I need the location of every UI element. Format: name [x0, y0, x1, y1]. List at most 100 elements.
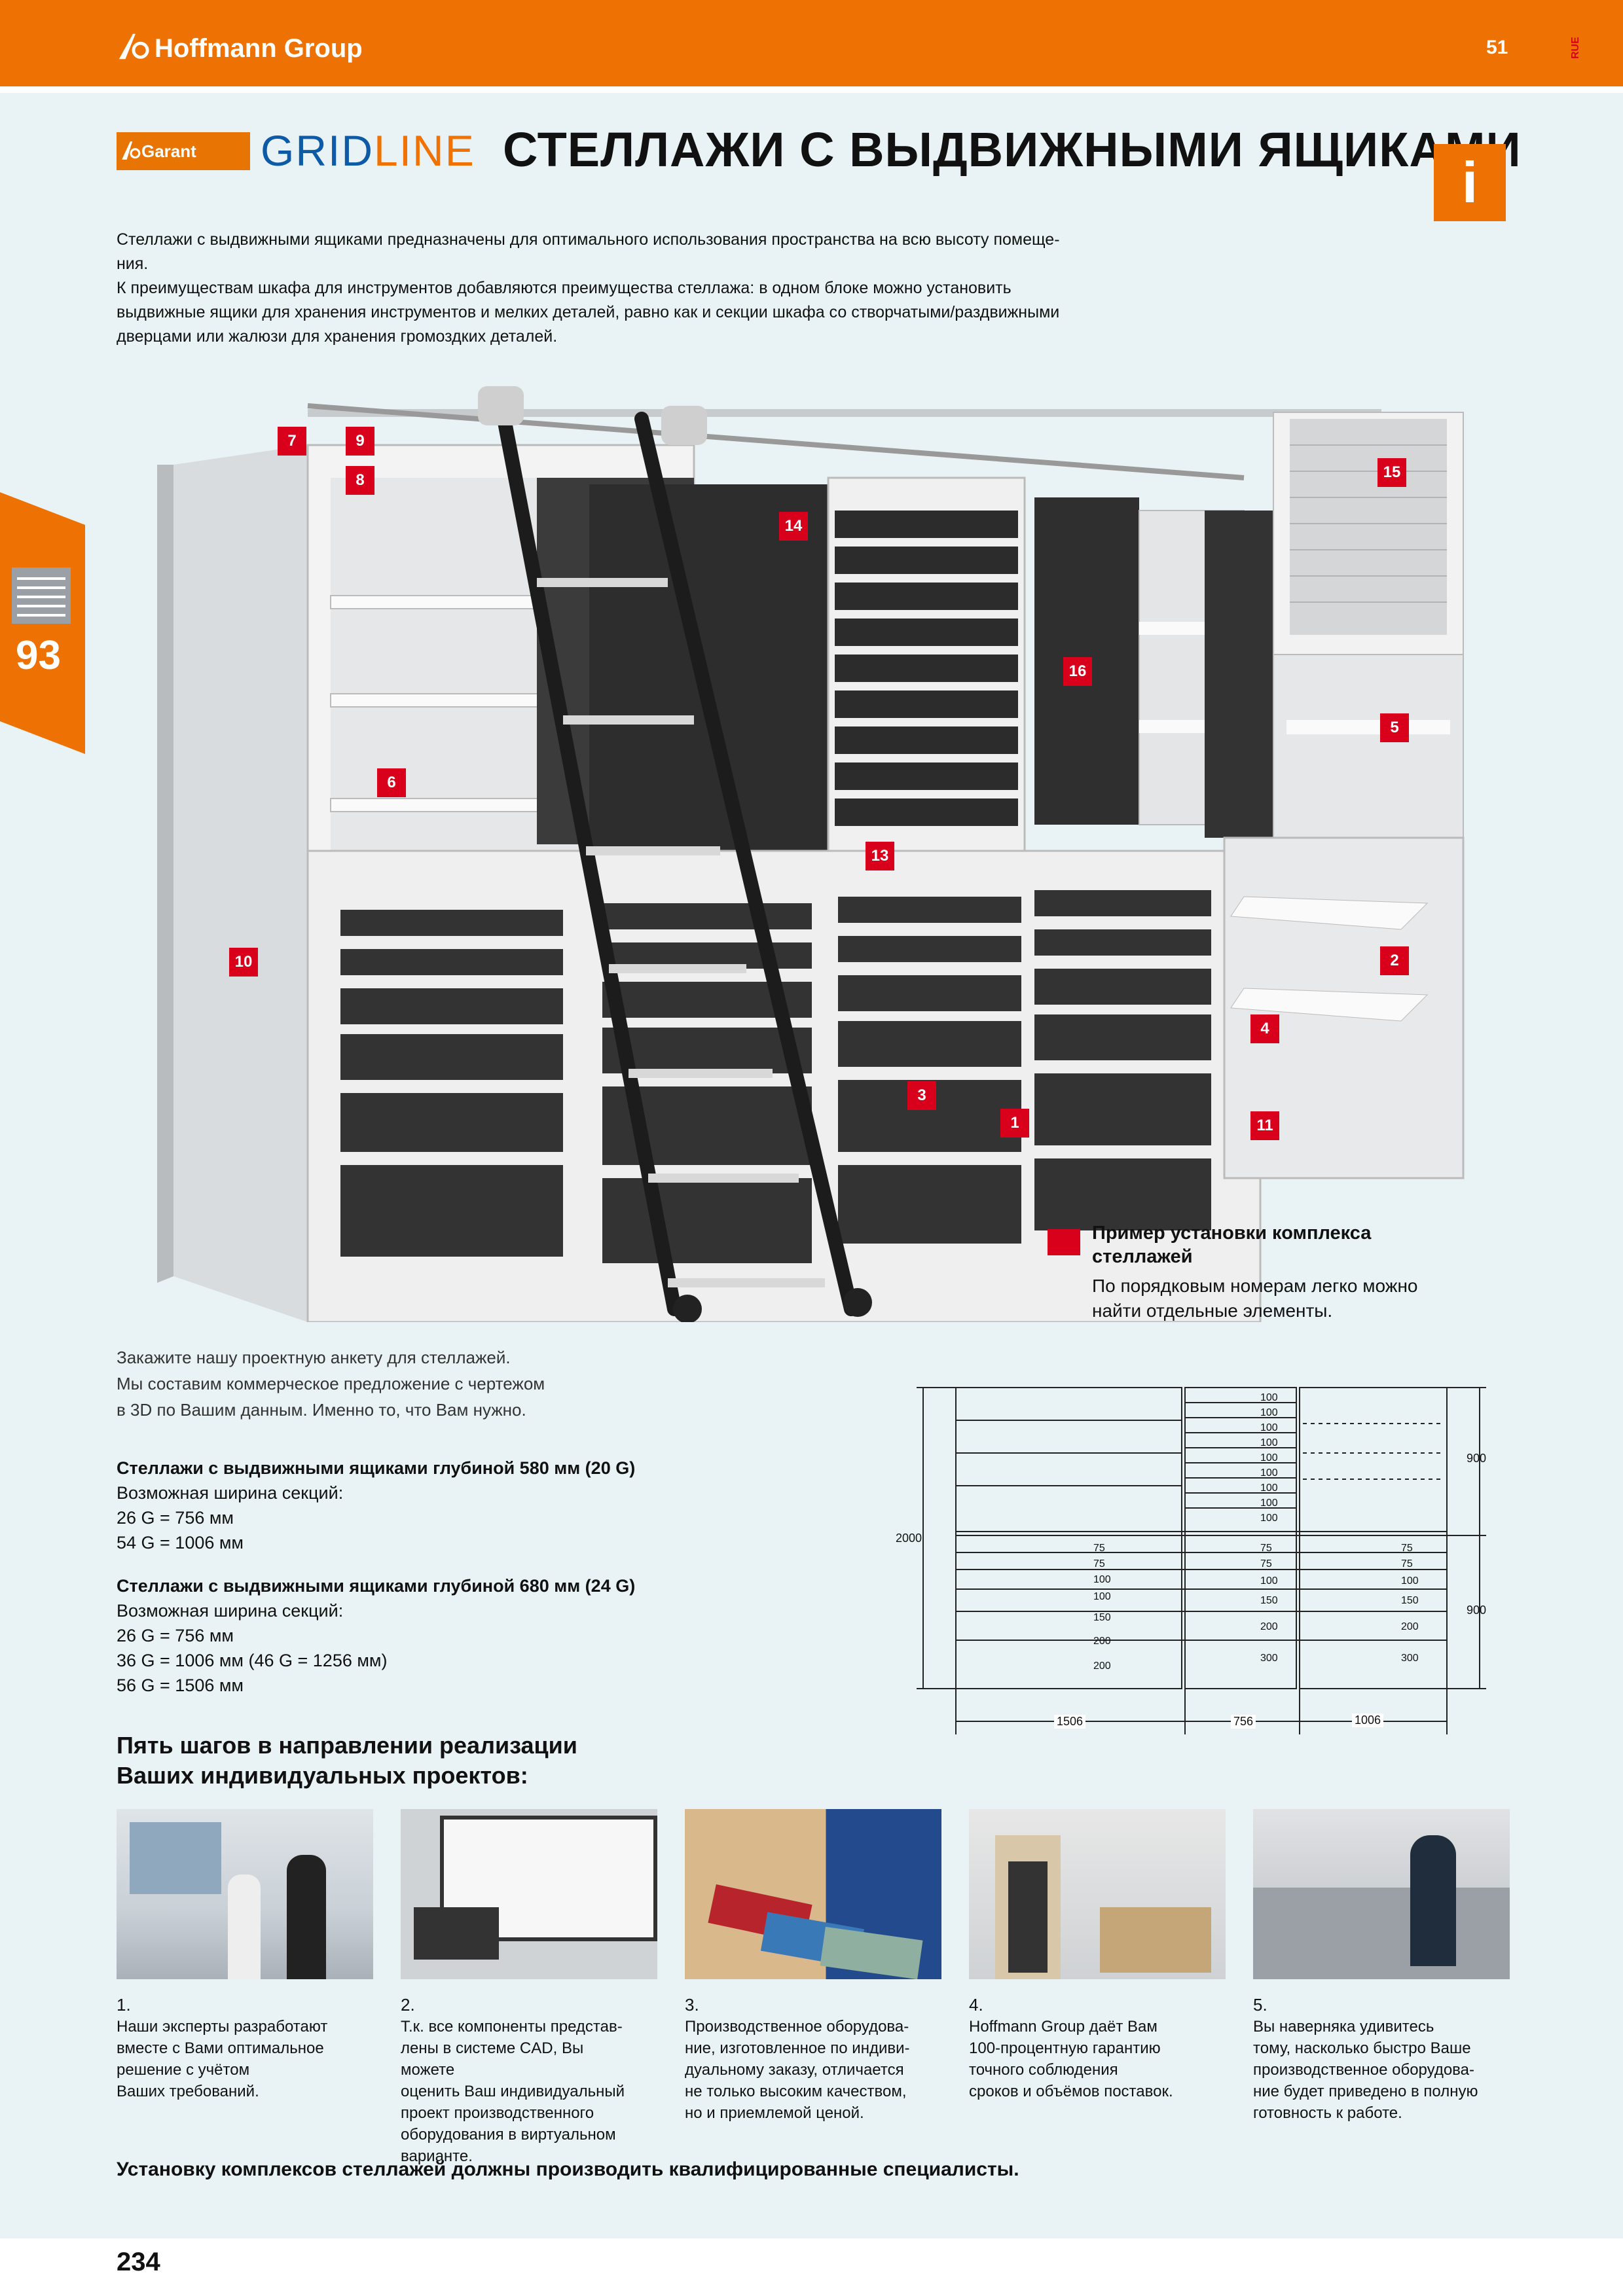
badge-16: 16: [1063, 657, 1092, 686]
order-note-line: в 3D по Вашим данным. Именно то, что Вам…: [117, 1400, 526, 1420]
badge-5: 5: [1380, 713, 1409, 742]
drawer-size: 100: [1260, 1452, 1278, 1463]
language-code: RUE: [1570, 37, 1581, 59]
steps-title-line: Ваших индивидуальных проектов:: [117, 1762, 528, 1789]
legend-title-line: Пример установки комплекса: [1092, 1223, 1372, 1244]
garant-label: Garant: [141, 141, 196, 161]
step-line: дуальному заказу, отличается: [685, 2061, 904, 2079]
legend-text-line: По порядковым номерам легко можно: [1092, 1276, 1418, 1296]
mid-upper-drawer-sizes: 100 100 100 100 100 100 100 100 100: [1260, 1390, 1278, 1526]
step-line: Hoffmann Group даёт Вам: [969, 2018, 1158, 2036]
step-line: Наши эксперты разработают: [117, 2018, 328, 2036]
badge-9: 9: [346, 427, 374, 456]
spec-line: 54 G = 1006 мм: [117, 1533, 244, 1552]
step-line: оборудования в виртуальном: [401, 2126, 616, 2144]
step-text: Hoffmann Group даёт Вам 100-процентную г…: [969, 2016, 1205, 2102]
step-line: вместе с Вами оптимальное: [117, 2039, 324, 2057]
drawer-size: 100: [1260, 1498, 1278, 1509]
order-note: Закажите нашу проектную анкету для стелл…: [117, 1344, 601, 1423]
drawer-size: 200: [1260, 1621, 1278, 1632]
step-photo-2: [401, 1809, 657, 1979]
step-line: оценить Ваш индивидуальный: [401, 2083, 625, 2100]
drawer-size: 75: [1093, 1543, 1105, 1554]
badge-1: 1: [1000, 1109, 1029, 1138]
drawer-size: 100: [1260, 1437, 1278, 1448]
badge-4: 4: [1250, 1014, 1279, 1043]
badge-13: 13: [866, 842, 894, 870]
drawer-size: 75: [1401, 1558, 1413, 1570]
footer-page-number: 234: [117, 2248, 160, 2276]
brand-name: Hoffmann Group: [155, 34, 363, 63]
step-number: 3.: [685, 1995, 699, 2015]
spec-line: 36 G = 1006 мм (46 G = 1256 мм): [117, 1651, 388, 1670]
dim-width-left: 1506: [1054, 1715, 1086, 1729]
step-number: 4.: [969, 1995, 983, 2015]
drawer-size: 100: [1093, 1574, 1111, 1585]
order-note-line: Мы составим коммерческое предложение с ч…: [117, 1374, 545, 1393]
installation-warning: Установку комплексов стеллажей должны пр…: [117, 2159, 1019, 2180]
badge-15: 15: [1377, 458, 1406, 487]
drawer-size: 75: [1260, 1558, 1272, 1570]
spec-line: Возможная ширина секций:: [117, 1483, 344, 1503]
step-line: Т.к. все компоненты представ-: [401, 2018, 623, 2036]
step-line: варианте.: [401, 2147, 473, 2165]
step-line: ние, изготовленное по индиви-: [685, 2039, 910, 2057]
right-lower-drawer-sizes: 75 75 100 150 200 300: [1401, 1543, 1419, 1664]
chapter-tab: [0, 492, 85, 754]
dim-width-mid: 756: [1231, 1715, 1256, 1729]
drawer-size: 75: [1260, 1543, 1272, 1554]
step-number: 5.: [1253, 1995, 1267, 2015]
step-line: проект производственного: [401, 2104, 594, 2122]
step-line: решение с учётом: [117, 2061, 250, 2079]
step-number: 2.: [401, 1995, 415, 2015]
hoffmann-logo-icon: [119, 33, 149, 60]
footer: [0, 2238, 1623, 2296]
drawer-size: 150: [1401, 1595, 1419, 1606]
drawer-size: 300: [1260, 1653, 1278, 1664]
badge-2: 2: [1380, 946, 1409, 975]
drawer-size: 100: [1260, 1392, 1278, 1403]
drawer-size: 100: [1260, 1407, 1278, 1418]
step-line: но и приемлемой ценой.: [685, 2104, 864, 2122]
drawer-size: 100: [1260, 1513, 1278, 1524]
gridline-part2: LINE: [374, 126, 475, 175]
legend-text-line: найти отдельные элементы.: [1092, 1300, 1333, 1321]
drawer-size: 150: [1260, 1595, 1278, 1606]
badge-11: 11: [1250, 1111, 1279, 1140]
intro-line: дверцами или жалюзи для хранения громозд…: [117, 327, 558, 346]
step-photo-3: [685, 1809, 941, 1979]
mid-lower-drawer-sizes: 75 75 100 150 200 300: [1260, 1543, 1278, 1664]
technical-drawing: 2000 900 900 1506 756 1006 100 100 100 1…: [884, 1381, 1486, 1748]
dim-lower-height: 900: [1467, 1604, 1487, 1617]
drawer-size: 100: [1260, 1575, 1278, 1587]
intro-line: выдвижные ящики для хранения инструменто…: [117, 303, 1060, 321]
gridline-logo: GRIDLINE: [261, 126, 475, 175]
chapter-number: 93: [16, 633, 61, 678]
badge-8: 8: [346, 466, 374, 495]
drawer-size: 100: [1401, 1575, 1419, 1587]
intro-line: ния.: [117, 255, 149, 273]
dim-total-height: 2000: [896, 1532, 922, 1545]
drawer-size: 300: [1401, 1653, 1419, 1664]
legend-swatch: [1048, 1229, 1080, 1255]
info-icon: i: [1434, 144, 1506, 221]
spec-title: Стеллажи с выдвижными ящиками глубиной 6…: [117, 1576, 636, 1596]
drawer-size: 100: [1093, 1591, 1111, 1602]
step-line: Производственное оборудова-: [685, 2018, 909, 2036]
step-line: Вы наверняка удивитесь: [1253, 2018, 1434, 2036]
drawer-size: 100: [1260, 1467, 1278, 1479]
legend-text: По порядковым номерам легко можно найти …: [1092, 1274, 1485, 1323]
drawer-size: 100: [1260, 1422, 1278, 1433]
step-line: сроков и объёмов поставок.: [969, 2083, 1173, 2100]
spec-line: 26 G = 756 мм: [117, 1626, 234, 1645]
drawer-size: 200: [1093, 1636, 1111, 1647]
step-text: Т.к. все компоненты представ- лены в сис…: [401, 2016, 636, 2167]
steps-title-line: Пять шагов в направлении реализации: [117, 1732, 577, 1759]
garant-mark-icon: [122, 141, 141, 160]
step-text: Наши эксперты разработают вместе с Вами …: [117, 2016, 352, 2102]
step-text: Вы наверняка удивитесь тому, насколько б…: [1253, 2016, 1489, 2124]
step-number: 1.: [117, 1995, 131, 2015]
step-line: ние будет приведено в полную: [1253, 2083, 1478, 2100]
step-line: не только высоким качеством,: [685, 2083, 907, 2100]
order-note-line: Закажите нашу проектную анкету для стелл…: [117, 1348, 511, 1367]
